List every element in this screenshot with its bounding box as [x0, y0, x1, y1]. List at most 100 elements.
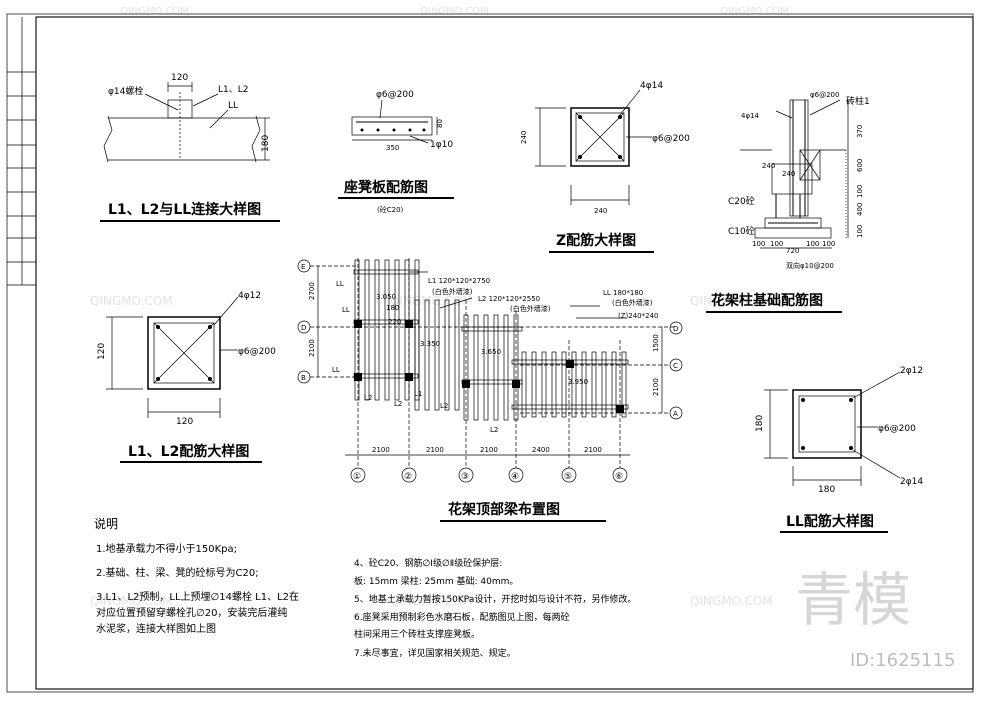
bench-detail: φ6@200 80 350 1φ10 座凳板配筋图 (砼C20)	[338, 90, 454, 214]
plan-ll-tag: LL	[336, 280, 344, 288]
plan-dim-right: 1500	[652, 334, 660, 352]
z-right-label: φ6@200	[652, 134, 690, 144]
footing-w100d: 100	[822, 240, 835, 248]
bench-rebar-label: 1φ10	[430, 140, 453, 150]
l12-left-label: 120	[97, 343, 107, 360]
beam-plan: E D B 2700 2100 D C A 1500 2100 2100 210…	[297, 258, 683, 522]
watermark-text: QINGMO.COM	[420, 6, 489, 17]
axis-col-label: ③	[461, 472, 469, 482]
footing-detail: 4φ14 φ6@200 砖柱1 C20砼 C10砼 240 240 100 10…	[706, 91, 870, 313]
note-line: 水泥浆，连接大样图如上图	[96, 622, 216, 635]
plan-label-z: (Z)240*240	[618, 312, 658, 320]
plan-l1-tag: L1	[414, 390, 422, 398]
axis-col-label: ⑥	[615, 472, 623, 482]
axis-right-label: A	[673, 410, 678, 418]
inner-border	[35, 16, 974, 690]
l12-right-label: φ6@200	[238, 347, 276, 357]
plan-label-l1: L1 120*120*2750	[428, 277, 490, 285]
footing-w720: 720	[786, 247, 799, 255]
plan-ll-tag: LL	[342, 306, 350, 314]
watermark-text: QINGMO.COM	[120, 6, 189, 17]
plan-l2-tag: L2	[394, 400, 402, 408]
plan-dim-left: 2700	[308, 282, 316, 300]
z-top-label: 4φ14	[640, 81, 663, 91]
joint-l1l2-label: L1、L2	[218, 85, 248, 95]
plan-label-l2-sub: (白色外墙漆)	[510, 304, 551, 313]
notes-heading: 说明	[94, 516, 118, 531]
footing-mesh: 双向φ10@200	[786, 261, 834, 270]
axis-col-label: ④	[511, 472, 519, 482]
rafters-right	[521, 351, 627, 418]
watermark-text: QINGMO.COM	[90, 594, 173, 608]
plan-dim-bottom: 2100	[584, 446, 602, 454]
ll-detail: 2φ12 φ6@200 2φ14 180 180 LL配筋大样图	[755, 366, 923, 533]
notes-block: 说明 1.地基承载力不得小于150Kpa; 2.基础、柱、梁、凳的砼标号为C20…	[94, 516, 636, 659]
joint-dim-top: 120	[171, 73, 188, 83]
footing-w100c: 100	[806, 240, 819, 248]
title-bench: 座凳板配筋图	[344, 179, 428, 196]
ll-top-label: 2φ12	[900, 366, 923, 376]
note-line: 3.L1、L2预制，LL上预埋∅14螺栓 L1、L2在	[96, 590, 299, 603]
footing-h370: 370	[856, 125, 864, 138]
plan-l2-tag: L2	[364, 394, 372, 402]
note-line: 2.基础、柱、梁、凳的砼标号为C20;	[96, 566, 259, 579]
axis-right-label: D	[673, 325, 678, 333]
title-footing: 花架柱基础配筋图	[711, 292, 823, 309]
footing-h100b: 100	[856, 225, 864, 238]
watermark-text: QINGMO.COM	[690, 294, 773, 308]
ll-bottom-label: 180	[818, 485, 835, 495]
title-z: Z配筋大样图	[556, 232, 636, 249]
ll-left-label: 180	[755, 415, 765, 432]
footing-w100a: 100	[752, 240, 765, 248]
watermark-text: QINGMO.COM	[90, 294, 173, 308]
l12-detail: 4φ12 φ6@200 120 120 L1、L2配筋大样图	[97, 291, 276, 463]
watermark-text: QINGMO.COM	[720, 6, 789, 17]
watermark-big: 青模	[795, 566, 911, 634]
note-line: 柱间采用三个砖柱支撑座凳板。	[354, 628, 480, 640]
watermark-id: ID:1625115	[850, 650, 955, 671]
ll-bottom-right-label: 2φ14	[900, 477, 923, 487]
title-l12: L1、L2配筋大样图	[128, 443, 249, 460]
plan-ll-tag: LL	[332, 366, 340, 374]
footing-w240b: 240	[782, 170, 795, 178]
plan-label-ll: LL 180*180	[603, 289, 643, 297]
bench-right-label: 80	[436, 119, 444, 128]
watermark-text: QINGMO.COM	[390, 594, 473, 608]
joint-bolt-label: φ14螺栓	[108, 85, 143, 97]
footing-w240a: 240	[762, 162, 775, 170]
plan-dim-bottom: 2100	[372, 446, 390, 454]
plan-label-l2: L2 120*120*2550	[478, 295, 540, 303]
rafters-middle	[414, 299, 460, 411]
footing-c10: C10砼	[728, 225, 755, 237]
footing-w100b: 100	[770, 240, 783, 248]
watermark-text: QINGMO.COM	[690, 594, 773, 608]
axis-left-label: D	[301, 324, 306, 332]
note-line: 6.座凳采用预制彩色水磨石板，配筋图见上图，每两砼	[354, 611, 570, 623]
l12-bottom-label: 120	[176, 417, 193, 427]
plan-small-220: 220	[388, 318, 401, 326]
title-block-strip	[7, 17, 36, 286]
plan-l2-tag: L2	[440, 402, 448, 410]
plan-dim-right: 2100	[652, 378, 660, 396]
title-joint: L1、L2与LL连接大样图	[108, 201, 261, 218]
footing-c20: C20砼	[728, 195, 755, 207]
joint-detail: 120 φ14螺栓 L1、L2 LL 180 L1、L2与LL连接大样图	[100, 73, 280, 222]
watermark-layer: QINGMO.COM QINGMO.COM QINGMO.COM QINGMO.…	[90, 6, 955, 671]
footing-brick: 砖柱1	[846, 95, 870, 107]
axis-col-label: ①	[353, 472, 361, 482]
note-line: 7.未尽事宜，详见国家相关规范、规定。	[354, 647, 516, 659]
note-line: 板: 15mm 梁柱: 25mm 基础: 40mm。	[354, 575, 518, 587]
footing-rebar-top: 4φ14	[741, 112, 760, 120]
plan-elevation: 3.950	[568, 378, 588, 386]
axis-left-label: B	[301, 374, 306, 382]
z-left-label: 240	[520, 131, 528, 144]
footing-stirrup: φ6@200	[810, 91, 839, 99]
bench-subtitle: (砼C20)	[377, 205, 404, 214]
rafters-centre	[463, 314, 519, 421]
plan-elevation: 3.650	[481, 348, 501, 356]
plan-dim-bottom: 2100	[480, 446, 498, 454]
axis-right-label: C	[673, 362, 678, 370]
footing-h100a: 100	[856, 185, 864, 198]
plan-label-l1-sub: (白色外墙漆)	[432, 287, 473, 296]
footing-h400: 400	[856, 203, 864, 216]
